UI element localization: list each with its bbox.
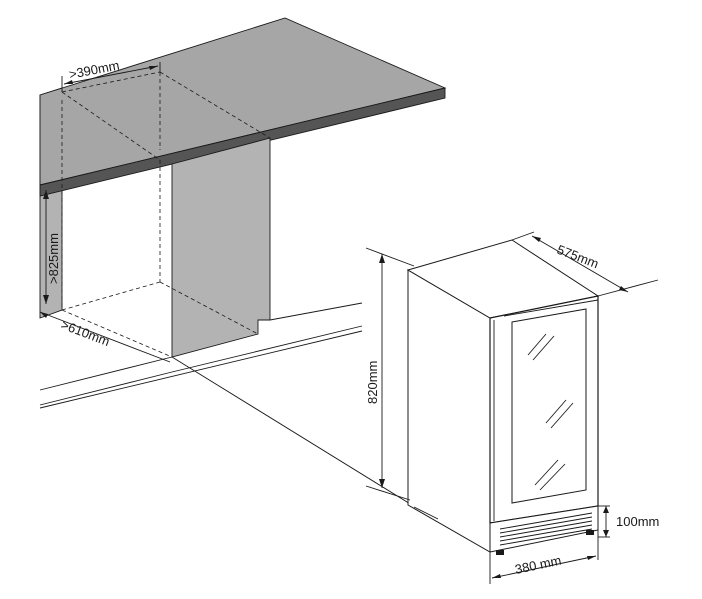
niche-width-label: >610mm xyxy=(59,317,112,349)
cooler-glass xyxy=(511,308,587,504)
appliance-width-label: 380 mm xyxy=(514,552,563,576)
floor-line-back xyxy=(39,356,173,391)
cooler-foot-right xyxy=(586,530,594,535)
dim-plinth-height: 100mm xyxy=(598,505,659,538)
dim-niche-width: >610mm xyxy=(39,311,171,363)
projection-line xyxy=(171,356,421,511)
dim-appliance-height: 820mm xyxy=(365,247,415,501)
floor-line-back-right xyxy=(269,302,363,321)
dim-niche-height: >825mm xyxy=(43,190,61,304)
niche-height-label: >825mm xyxy=(46,233,61,284)
wine-cooler: 575mm 820mm 100mm 380 mm xyxy=(171,231,659,584)
vent-grille-icon xyxy=(499,512,593,546)
partition-panel xyxy=(171,137,271,358)
counter-front-edge xyxy=(39,87,446,197)
glass-reflection-icon xyxy=(527,333,574,491)
niche-outline xyxy=(61,71,271,358)
floor-line-mid xyxy=(39,325,363,406)
floor-line-front xyxy=(39,330,363,409)
counter-scene: >390mm >825mm >610mm xyxy=(39,17,447,409)
appliance-depth-label: 575mm xyxy=(555,242,601,272)
cooler-foot-left xyxy=(496,550,504,555)
plinth-height-label: 100mm xyxy=(616,514,659,529)
appliance-height-label: 820mm xyxy=(365,361,380,404)
